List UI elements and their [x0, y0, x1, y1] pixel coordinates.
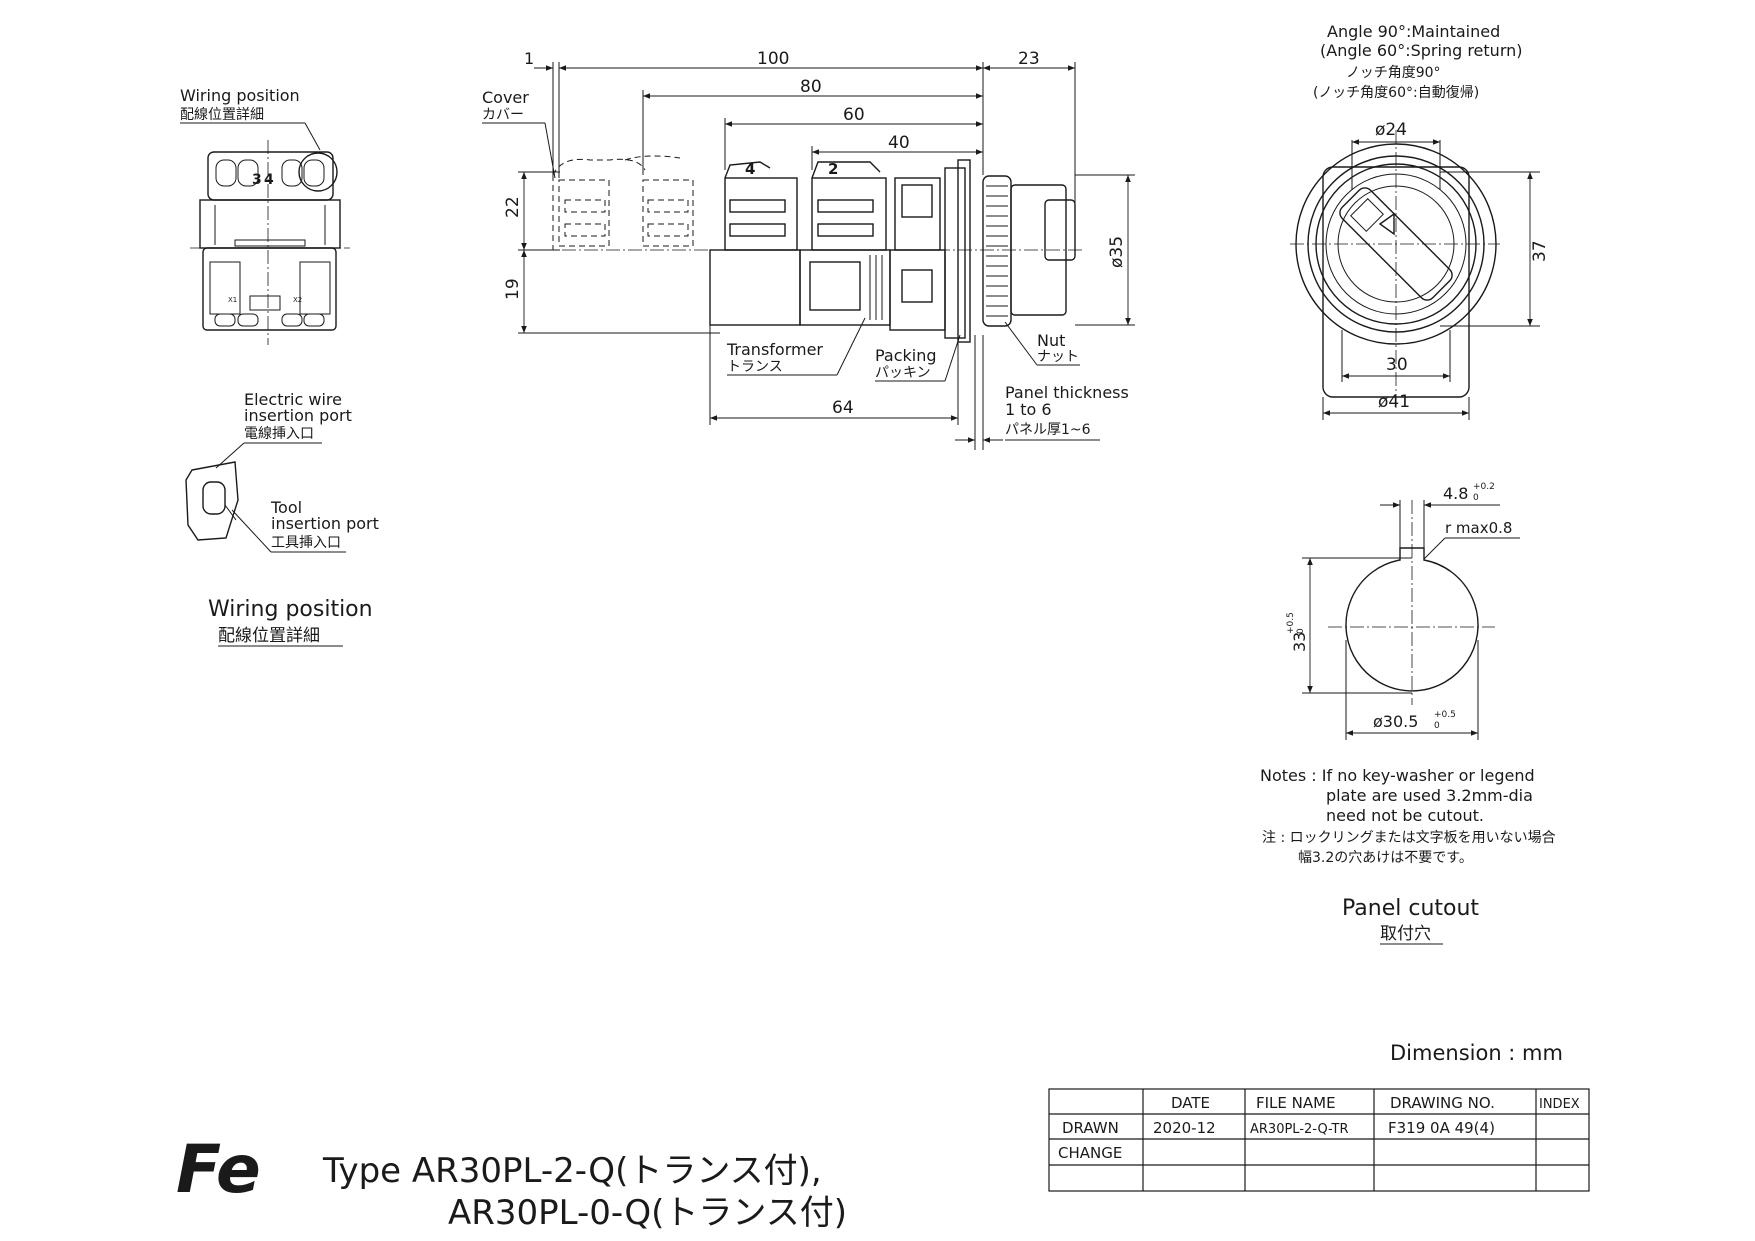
notes-en-1: Notes : If no key-washer or legend: [1260, 766, 1535, 785]
wiring-terminal-3: 3: [252, 172, 262, 188]
notes-ja-1: 注 : ロックリングまたは文字板を用いない場合: [1262, 830, 1556, 846]
side-terminal-2: 2: [828, 160, 838, 178]
nut-label-ja: ナット: [1037, 349, 1079, 365]
dim-1: 1: [524, 49, 534, 68]
notes-en-3: need not be cutout.: [1326, 806, 1484, 825]
title-block: DATE FILE NAME DRAWING NO. INDEX DRAWN 2…: [1048, 1088, 1590, 1192]
notes-en-2: plate are used 3.2mm-dia: [1326, 786, 1533, 805]
dim-33: 33: [1290, 632, 1309, 652]
side-terminal-4: 4: [745, 160, 755, 178]
side-view: 1 100 23 80 60 40 22 19: [482, 49, 1135, 450]
logo-text: Fe: [176, 1131, 261, 1208]
cover-label-ja: カバー: [482, 107, 524, 123]
dim-4-8-tol-dn: 0: [1473, 493, 1479, 503]
tool-ja: 工具挿入口: [271, 535, 341, 551]
dim-dia-30-5-tol-dn: 0: [1434, 721, 1440, 731]
tb-drawn-file-name: AR30PL-2-Q-TR: [1250, 1122, 1349, 1137]
wiring-caption-ja: 配線位置詳細: [218, 626, 320, 646]
panel-cutout: 4.8 +0.2 0 r max0.8 33 +0.5 0 ø30.5 +0.5…: [1260, 482, 1556, 945]
nut-label-en: Nut: [1037, 331, 1065, 350]
r-max: r max0.8: [1445, 519, 1512, 537]
tb-drawn-label: DRAWN: [1062, 1119, 1119, 1137]
angle-ja-1: ノッチ角度90°: [1346, 65, 1441, 81]
wiring-terminal-x2: X2: [293, 296, 302, 304]
packing-label-ja: パッキン: [875, 365, 931, 381]
dim-dia-41: ø41: [1378, 392, 1410, 412]
angle-en-1: Angle 90°:Maintained: [1327, 22, 1500, 41]
tb-header-index: INDEX: [1539, 1097, 1580, 1112]
cover-label-en: Cover: [482, 88, 529, 107]
electric-wire-en-2: insertion port: [244, 406, 352, 425]
tool-en-2: insertion port: [271, 514, 379, 533]
angle-ja-2: (ノッチ角度60°:自動復帰): [1313, 84, 1479, 101]
dimension-unit: Dimension : mm: [1390, 1041, 1563, 1065]
panel-cutout-caption-ja: 取付穴: [1380, 924, 1431, 944]
dim-4-8-tol-up: +0.2: [1473, 482, 1495, 492]
tb-change-label: CHANGE: [1058, 1144, 1122, 1162]
panel-thickness-en-2: 1 to 6: [1005, 400, 1052, 419]
dim-37: 37: [1530, 240, 1550, 262]
wiring-label-en: Wiring position: [180, 86, 300, 105]
packing-label-en: Packing: [875, 346, 937, 365]
wiring-terminal-x1: X1: [228, 296, 237, 304]
wiring-label-ja: 配線位置詳細: [180, 107, 264, 123]
fuji-logo: Fe: [176, 1131, 261, 1208]
tb-header-drawing-no: DRAWING NO.: [1390, 1094, 1495, 1112]
dim-30: 30: [1386, 355, 1408, 375]
dim-33-tol-dn: 0: [1296, 628, 1306, 634]
dim-dia-30-5: ø30.5: [1373, 712, 1418, 731]
dim-23: 23: [1018, 49, 1040, 69]
panel-thickness-en-1: Panel thickness: [1005, 383, 1129, 402]
type-line-2: AR30PL-0-Q(トランス付): [448, 1193, 847, 1233]
tb-header-date: DATE: [1171, 1094, 1210, 1112]
electric-wire-en-1: Electric wire: [244, 390, 342, 409]
front-view: Angle 90°:Maintained (Angle 60°:Spring r…: [1290, 22, 1550, 420]
notes-ja-2: 幅3.2の穴あけは不要です。: [1298, 850, 1473, 866]
angle-en-2: (Angle 60°:Spring return): [1320, 41, 1523, 60]
dim-19: 19: [503, 278, 523, 300]
dim-60: 60: [843, 105, 865, 125]
dim-dia-24: ø24: [1375, 120, 1407, 140]
wiring-terminal-4: 4: [264, 172, 274, 188]
electric-wire-ja: 電線挿入口: [244, 426, 314, 442]
tb-drawn-drawing-no: F319 0A 49(4): [1388, 1119, 1495, 1137]
panel-cutout-caption-en: Panel cutout: [1342, 896, 1479, 921]
tb-header-file-name: FILE NAME: [1256, 1094, 1336, 1112]
wiring-position-detail: Wiring position 配線位置詳細 3 4 X1 X2: [180, 86, 350, 345]
wiring-caption: Wiring position 配線位置詳細: [208, 597, 373, 647]
tool-en-1: Tool: [270, 498, 302, 517]
wiring-caption-en: Wiring position: [208, 597, 373, 622]
transformer-label-en: Transformer: [726, 340, 823, 359]
dim-33-tol: +0.5: [1286, 612, 1296, 634]
dim-80: 80: [800, 77, 822, 97]
dim-100: 100: [757, 49, 789, 69]
transformer-label-ja: トランス: [727, 359, 783, 375]
dim-dia-35: ø35: [1107, 236, 1127, 268]
dim-4-8: 4.8: [1443, 484, 1468, 503]
type-line-1: Type AR30PL-2-Q(トランス付),: [322, 1151, 822, 1191]
panel-thickness-ja: パネル厚1~6: [1005, 422, 1091, 438]
insertion-port-detail: Electric wire insertion port 電線挿入口 Tool …: [185, 390, 379, 553]
dim-64: 64: [832, 398, 854, 418]
dim-40: 40: [888, 133, 910, 153]
dim-22: 22: [503, 196, 523, 218]
tb-drawn-date: 2020-12: [1153, 1119, 1216, 1137]
dim-dia-30-5-tol-up: +0.5: [1434, 710, 1456, 720]
